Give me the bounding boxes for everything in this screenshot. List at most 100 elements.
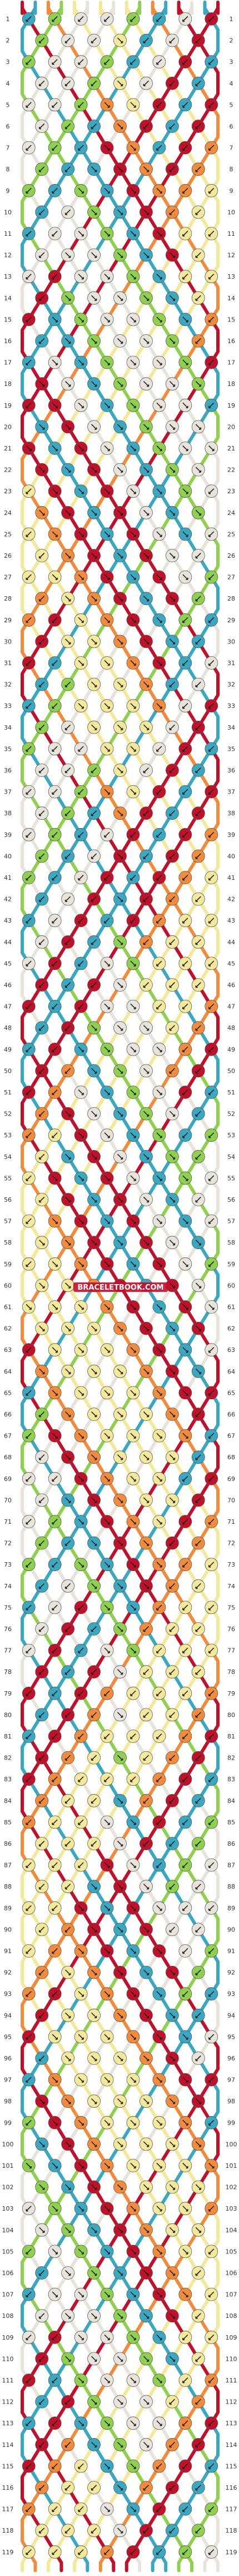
- knot: [87, 291, 101, 305]
- knot: [191, 162, 205, 176]
- knot-body: [205, 227, 218, 240]
- knot-body: [178, 398, 192, 412]
- arrow-head-icon: [107, 234, 110, 237]
- knot-body: [35, 420, 49, 434]
- knot: [74, 742, 88, 756]
- knot: [87, 764, 101, 777]
- knot-body: [126, 398, 140, 412]
- knot-body: [165, 120, 179, 133]
- knot-body: [87, 720, 101, 734]
- knot: [100, 270, 114, 284]
- arrow-head-icon: [78, 148, 81, 151]
- knot-body: [87, 463, 101, 477]
- knot: [74, 785, 88, 799]
- knot: [140, 592, 153, 606]
- knot-body: [22, 828, 36, 841]
- knot: [100, 184, 114, 197]
- knot-body: [61, 720, 75, 734]
- knot-body: [74, 484, 88, 498]
- knot: [205, 656, 218, 670]
- arrow-head-icon: [133, 363, 136, 365]
- knot: [205, 785, 218, 799]
- knot-body: [113, 420, 127, 434]
- knot: [113, 806, 127, 820]
- arrow-head-icon: [94, 212, 97, 215]
- knot: [100, 313, 114, 326]
- knot-body: [22, 914, 36, 928]
- knot: [165, 506, 179, 519]
- knot: [87, 33, 101, 47]
- knot-body: [152, 442, 166, 455]
- knot: [100, 484, 114, 498]
- knot-body: [100, 914, 114, 928]
- arrow-head-icon: [26, 320, 28, 323]
- arrow-head-icon: [38, 255, 42, 258]
- knot-body: [22, 227, 36, 240]
- knot-body: [35, 677, 49, 691]
- knot-body: [126, 141, 140, 155]
- knot-body: [165, 592, 179, 606]
- knot: [178, 699, 192, 713]
- arrow-head-icon: [208, 148, 211, 151]
- knot-body: [152, 398, 166, 412]
- arrow-head-icon: [160, 234, 162, 237]
- knot-body: [140, 33, 153, 47]
- knot: [74, 613, 88, 627]
- knot: [87, 592, 101, 606]
- knot-body: [165, 291, 179, 305]
- knot: [74, 570, 88, 584]
- knot-body: [48, 184, 62, 197]
- knot: [113, 420, 127, 434]
- knot: [178, 527, 192, 541]
- knot-body: [140, 248, 153, 262]
- knot-body: [178, 355, 192, 369]
- knot-body: [35, 291, 49, 305]
- knot-body: [178, 12, 192, 26]
- knot: [22, 914, 36, 928]
- knot-body: [87, 33, 101, 47]
- knot-body: [100, 55, 114, 69]
- knot-body: [35, 849, 49, 863]
- knot: [48, 227, 62, 240]
- knot-body: [48, 398, 62, 412]
- knot-body: [205, 828, 218, 841]
- knot: [126, 613, 140, 627]
- knot-body: [48, 141, 62, 155]
- knot: [48, 12, 62, 26]
- knot: [61, 76, 75, 90]
- knot: [35, 592, 49, 606]
- knot: [74, 398, 88, 412]
- knot-body: [74, 871, 88, 884]
- knot: [35, 291, 49, 305]
- knot: [178, 871, 192, 884]
- knot-body: [152, 527, 166, 541]
- knot: [126, 828, 140, 841]
- knot-body: [100, 527, 114, 541]
- arrow-head-icon: [55, 320, 58, 323]
- knot: [87, 549, 101, 562]
- knot: [35, 76, 49, 90]
- knot: [61, 849, 75, 863]
- knot: [74, 184, 88, 197]
- knot-body: [205, 313, 218, 326]
- arrow-head-icon: [94, 298, 97, 301]
- knot: [48, 398, 62, 412]
- knot-body: [113, 76, 127, 90]
- knot-body: [87, 76, 101, 90]
- knot: [48, 527, 62, 541]
- knot-body: [205, 12, 218, 26]
- knot: [165, 334, 179, 348]
- arrow-head-icon: [38, 341, 42, 344]
- knot-body: [191, 248, 205, 262]
- knot-body: [126, 785, 140, 799]
- knot: [152, 12, 166, 26]
- arrow-head-icon: [107, 277, 110, 280]
- knot-body: [74, 699, 88, 713]
- arrow-head-icon: [195, 212, 198, 215]
- knot: [100, 871, 114, 884]
- knot-body: [205, 699, 218, 713]
- knot: [100, 699, 114, 713]
- arrow-head-icon: [42, 384, 45, 387]
- arrow-head-icon: [104, 62, 107, 65]
- knot-body: [61, 291, 75, 305]
